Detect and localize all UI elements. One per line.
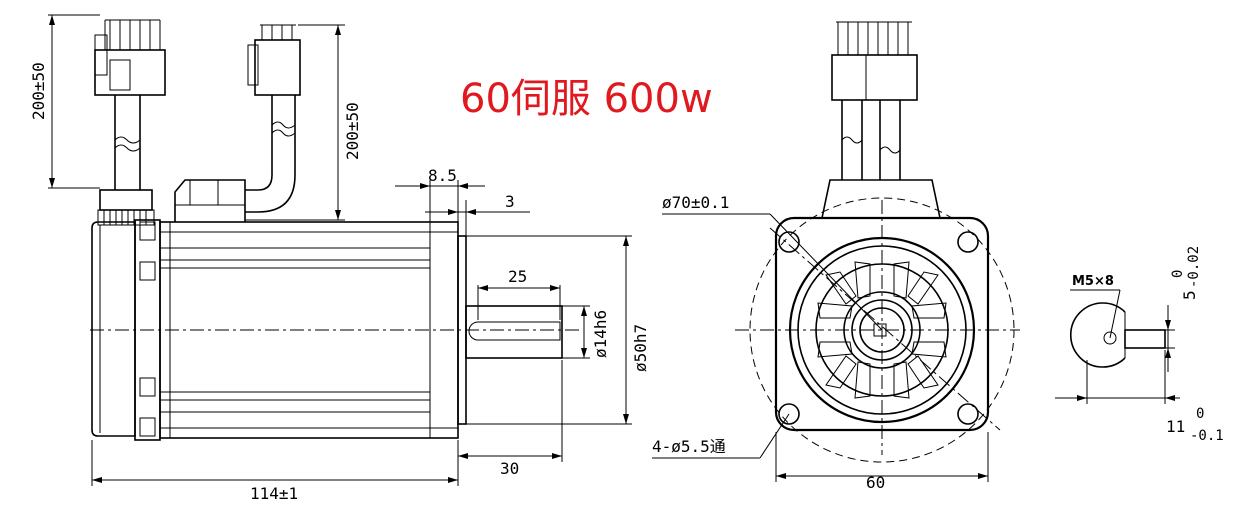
output-shaft	[90, 305, 580, 359]
side-view: 200±50 200±50 8.5 3	[29, 14, 650, 503]
dim-cable-left: 200±50	[29, 14, 100, 189]
key-depth-value: 5	[1180, 290, 1199, 300]
key-depth-tol-lower: -0.02	[1186, 246, 1202, 288]
shaft-key-tol-lower: -0.1	[1190, 428, 1224, 444]
dim-flange-step: 8.5	[395, 166, 485, 222]
shaft-detail: M5×8 5 0 -0.02 11 0 -0.1	[1055, 246, 1224, 444]
shaft-length-label: 30	[500, 459, 519, 478]
pilot-diameter-label: ø50h7	[631, 324, 650, 372]
shaft-diameter-label: ø14h6	[591, 310, 610, 358]
dim-mount-holes: 4-ø5.5通	[652, 413, 790, 459]
cable-right-label: 200±50	[343, 102, 362, 160]
front-connectors	[821, 21, 941, 219]
dim-cable-right: 200±50	[245, 24, 362, 221]
mount-holes-label: 4-ø5.5通	[652, 437, 726, 456]
front-view: ø70±0.1 4-ø5.5通 60	[652, 21, 1020, 492]
dim-pilot-depth: 3	[425, 192, 530, 236]
dim-key-length: 25	[477, 267, 561, 320]
drawing-title: 60伺服 600w	[460, 76, 713, 122]
pilot-depth-label: 3	[505, 192, 515, 211]
key-length-label: 25	[508, 267, 527, 286]
power-connector	[174, 24, 301, 222]
dim-bolt-circle: ø70±0.1	[662, 193, 883, 331]
flange-step-label: 8.5	[428, 166, 457, 185]
shaft-key-value: 11	[1166, 417, 1185, 436]
dim-body-length: 114±1	[91, 440, 459, 503]
mount-holes	[778, 231, 979, 425]
thread-label: M5×8	[1072, 274, 1114, 289]
shaft-key-tol-upper: 0	[1196, 406, 1204, 422]
dim-flange-width: 60	[775, 432, 989, 492]
key-depth-tol-upper: 0	[1170, 270, 1186, 278]
body-length-label: 114±1	[250, 484, 298, 503]
dim-shaft-length: 30	[457, 360, 563, 478]
dim-shaft-diameter: ø14h6	[562, 305, 610, 359]
cable-left-label: 200±50	[29, 62, 48, 120]
flange-width-label: 60	[866, 473, 885, 492]
bolt-circle-label: ø70±0.1	[662, 193, 729, 212]
flange-ribs	[817, 261, 947, 399]
encoder-connector	[94, 19, 166, 226]
shaft-end-circle	[1069, 302, 1126, 368]
dim-pilot-diameter: ø50h7	[466, 235, 650, 425]
